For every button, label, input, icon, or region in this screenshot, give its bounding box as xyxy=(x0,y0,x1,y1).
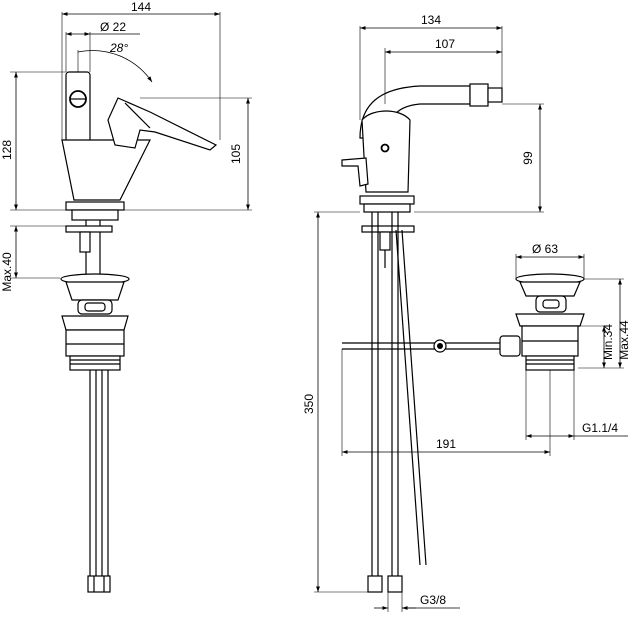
dim-height-total: 128 xyxy=(0,140,14,160)
side-view: 134 107 99 350 Ø 63 Min.34 Max.44 191 xyxy=(302,13,631,612)
dim-reach: 107 xyxy=(435,37,455,51)
dim-pull-rod: 191 xyxy=(436,437,456,451)
dim-waste-thread: G1.1/4 xyxy=(582,421,618,435)
dim-width-total: 144 xyxy=(131,0,151,14)
dim-diameter-spout: Ø 22 xyxy=(100,20,126,34)
dim-hose-length: 350 xyxy=(302,394,316,414)
dim-supply-thread: G3/8 xyxy=(420,593,446,607)
dim-lever-angle: 28° xyxy=(109,41,128,55)
dim-depth-total: 134 xyxy=(421,13,441,27)
dim-height-outlet: 99 xyxy=(521,151,535,165)
dim-max-deck: Max.40 xyxy=(0,252,14,292)
dim-waste-max: Max.44 xyxy=(617,320,631,360)
dim-waste-min: Min.34 xyxy=(601,324,615,360)
front-view: 144 Ø 22 28° 128 105 Max.40 xyxy=(0,0,252,593)
dim-height-spout: 105 xyxy=(229,144,243,164)
dim-waste-diameter: Ø 63 xyxy=(532,242,558,256)
